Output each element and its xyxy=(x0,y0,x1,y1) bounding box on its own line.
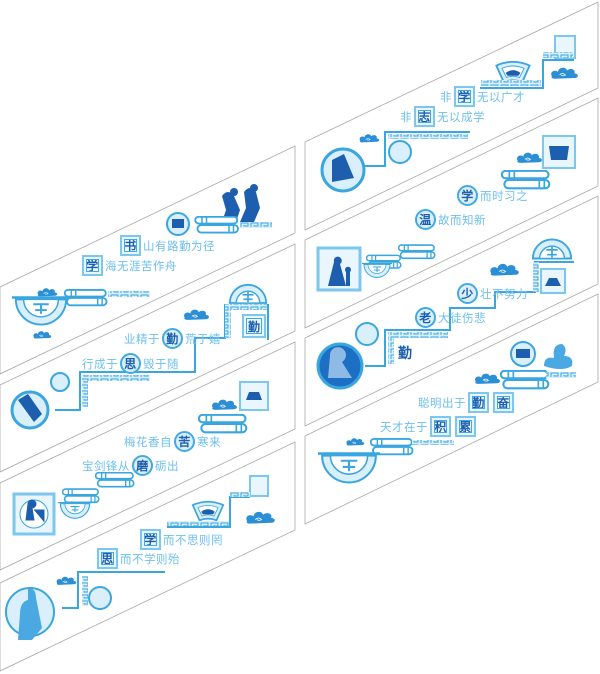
quote-line: 宝剑锋从 磨 砺出 xyxy=(82,455,179,476)
quote-line: 业精于 勤 荒于嬉 xyxy=(124,328,221,349)
key-character-box: 志 xyxy=(414,106,435,127)
key-character-box: 累 xyxy=(455,416,476,437)
disc-ornament xyxy=(228,283,268,304)
quote-line: 行成于 思 毁于随 xyxy=(82,353,179,374)
seal-character-box: 勤 xyxy=(242,314,266,338)
key-character-circle: 磨 xyxy=(132,455,153,476)
fan-ornament xyxy=(191,500,225,522)
quote-line: 温 故而知新 xyxy=(413,209,486,230)
quote-line: 聪明出于 勤 奋 xyxy=(418,392,516,413)
key-character-box: 书 xyxy=(120,235,141,256)
key-character-circle: 老 xyxy=(415,307,436,328)
lotus-figure xyxy=(544,344,573,369)
key-character-box: 思 xyxy=(97,548,118,569)
key-character-box: 学 xyxy=(140,529,161,550)
bowl-ornament xyxy=(12,296,70,326)
quote-line: 非 志 无以成学 xyxy=(400,106,485,127)
key-character-box: 学 xyxy=(82,255,103,276)
quote-line: 书 山有路勤为径 xyxy=(118,235,215,256)
quote-line: 天才在于 积 累 xyxy=(380,416,478,437)
right-panel-3 xyxy=(304,195,599,427)
key-character-box: 勤 xyxy=(468,392,489,413)
right-panel-1 xyxy=(304,1,599,231)
quote-line: 学 海无涯苦作舟 xyxy=(80,255,177,276)
left-panel-2 xyxy=(0,243,296,473)
key-character-circle: 温 xyxy=(415,209,436,230)
quote-line: 学 而不思则罔 xyxy=(138,529,223,550)
key-character-circle: 勤 xyxy=(162,328,183,349)
right-panel-4 xyxy=(304,293,599,525)
seal-character: 勤 xyxy=(398,345,412,362)
key-character-circle: 思 xyxy=(120,353,141,374)
left-panel-1 xyxy=(0,145,296,375)
reading-children-silhouette xyxy=(222,184,260,222)
key-character-circle: 少 xyxy=(457,283,478,304)
right-panel-2 xyxy=(304,97,599,329)
left-panel-4 xyxy=(0,441,296,672)
key-character-circle: 学 xyxy=(457,185,478,206)
quote-line: 非 学 无以广才 xyxy=(440,86,525,107)
key-character-box: 积 xyxy=(430,416,451,437)
quote-line: 少 壮不努力 xyxy=(455,283,528,304)
quote-line: 梅花香自 苦 寒来 xyxy=(124,431,221,452)
quote-line: 老 大徒伤悲 xyxy=(413,307,486,328)
cloud-icon xyxy=(37,288,58,297)
key-character-box: 奋 xyxy=(493,392,514,413)
left-panel-3 xyxy=(0,341,296,571)
key-character-circle: 苦 xyxy=(174,431,195,452)
quote-line: 思 而不学则殆 xyxy=(95,548,180,569)
seal-frame xyxy=(249,475,269,497)
quote-line: 学 而时习之 xyxy=(455,185,528,206)
key-character-box: 学 xyxy=(454,86,475,107)
